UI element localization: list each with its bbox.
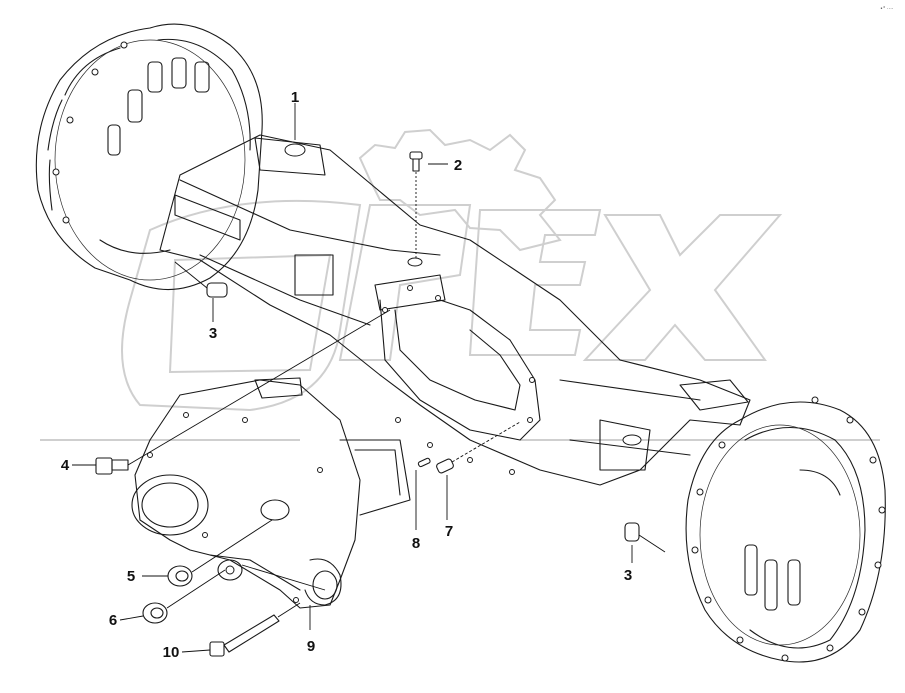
corner-mark: •° ····	[880, 6, 894, 12]
part-8-pin	[417, 457, 431, 468]
callout-4: 4	[61, 457, 70, 474]
callout-3-right: 3	[624, 567, 632, 584]
callout-5: 5	[127, 568, 135, 585]
axle-housing-beam	[159, 134, 751, 486]
part-4-bolt	[95, 309, 391, 475]
callout-7: 7	[445, 523, 453, 540]
callout-9: 9	[307, 638, 315, 655]
part-10-long-bolt	[209, 602, 301, 657]
part-7-dowel	[436, 421, 521, 474]
callout-8: 8	[412, 535, 420, 552]
part-3-plug-left	[174, 261, 228, 298]
callout-labels: 1 2 3 3 4 5 6 7 8 9 10	[61, 89, 632, 661]
right-wheel-flange	[685, 396, 886, 663]
callout-leaders	[72, 103, 633, 653]
part-2-breather	[409, 151, 423, 258]
left-wheel-flange	[35, 23, 263, 291]
callout-1: 1	[291, 89, 299, 106]
callout-6: 6	[109, 612, 117, 629]
part-3-plug-right	[624, 522, 666, 553]
part-5-bushing-second	[217, 559, 326, 591]
callout-10: 10	[163, 644, 180, 661]
part-6-seal	[142, 569, 226, 624]
callout-3-left: 3	[209, 325, 217, 342]
callout-2: 2	[454, 157, 462, 174]
differential-carrier	[131, 377, 411, 609]
